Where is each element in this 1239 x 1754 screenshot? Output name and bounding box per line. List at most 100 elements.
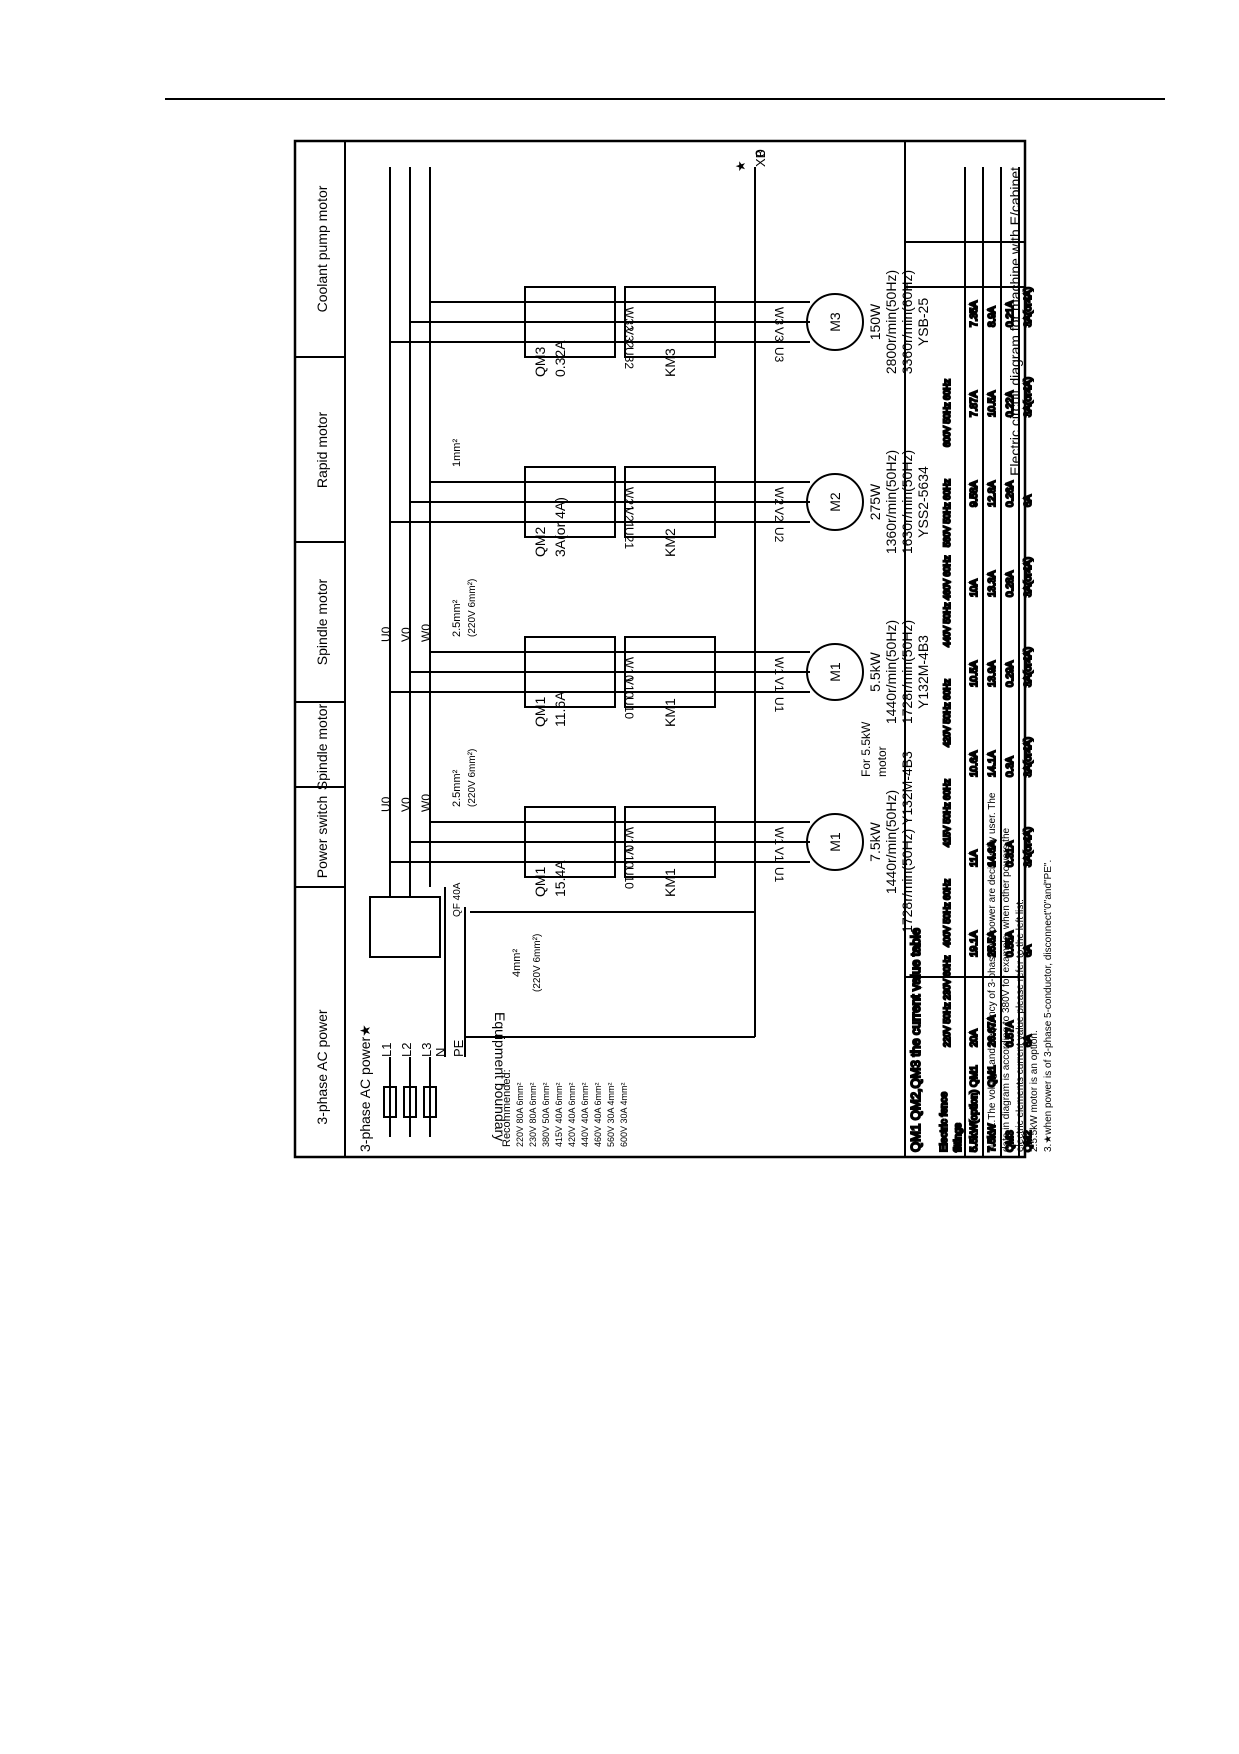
section-header: Coolant pump motor bbox=[314, 185, 330, 312]
wire-label: 1mm² bbox=[451, 439, 463, 467]
motor-spec: 1728r/min(50Hz) Y132M-4B3 bbox=[899, 751, 915, 933]
contactor-label: KM3 bbox=[662, 348, 678, 377]
bus-label: U0 bbox=[379, 796, 393, 812]
phase-label: L3 bbox=[419, 1043, 434, 1057]
table-cell: 6A bbox=[1023, 494, 1034, 507]
table-cell: 9.58A bbox=[969, 481, 980, 507]
page-top-rule bbox=[165, 98, 1165, 100]
phase-label: L1 bbox=[379, 1043, 394, 1057]
table-cell: 0.28A bbox=[1005, 571, 1016, 597]
breaker-rating: 3A(or 4A) bbox=[552, 497, 568, 557]
table-row-group: QM1 bbox=[969, 1065, 980, 1087]
breaker-label: QM2 bbox=[532, 526, 548, 557]
table-corner-bottom: fittings bbox=[953, 1123, 964, 1152]
table-column-header: 400V 50Hz 60Hz bbox=[942, 878, 952, 947]
motor-spec: 1360r/min(50Hz) bbox=[883, 450, 899, 554]
table-cell: 6A bbox=[1023, 1034, 1034, 1047]
table-column-header: 420V 50Hz 60Hz bbox=[942, 678, 952, 747]
table-row-label: QM3 bbox=[1005, 1130, 1016, 1152]
table-cell: 10.5A bbox=[987, 391, 998, 417]
table-cell: 7.35A bbox=[969, 301, 980, 327]
table-row-group: QM1 bbox=[987, 1065, 998, 1087]
breaker-rating: 11.6A bbox=[552, 691, 568, 727]
table-cell: 20A bbox=[969, 1029, 980, 1047]
table-cell: 14.1A bbox=[987, 751, 998, 777]
table-cell: 0.29A bbox=[1005, 661, 1016, 687]
terminal-label: U32 bbox=[622, 347, 636, 369]
recommended-item: 440V 40A 6mm² bbox=[580, 1082, 590, 1147]
section-header: 3-phase AC power bbox=[314, 1009, 330, 1125]
terminal-label: V32 bbox=[622, 327, 636, 349]
terminal-label: W1 bbox=[772, 657, 786, 675]
power-source-label: 3-phase AC power★ bbox=[357, 1024, 373, 1152]
motor-spec: 1728r/min(50Hz) bbox=[899, 620, 915, 724]
recommended-item: 230V 80A 6mm² bbox=[528, 1082, 538, 1147]
recommended-item: 600V 30A 4mm² bbox=[619, 1082, 629, 1147]
motor-label: M2 bbox=[827, 492, 843, 512]
terminal-label: U1 bbox=[772, 697, 786, 713]
table-cell: 3A(or4A) bbox=[1023, 737, 1034, 777]
terminal-label: W21 bbox=[622, 487, 636, 512]
recommended-item: 420V 40A 6mm² bbox=[567, 1082, 577, 1147]
motor-spec: 275W bbox=[867, 483, 883, 520]
bus-label: U0 bbox=[379, 626, 393, 642]
table-cell: 3A(or4A) bbox=[1023, 827, 1034, 867]
terminal-block-label: XB bbox=[753, 150, 768, 167]
terminal-label: W2 bbox=[772, 487, 786, 505]
table-cell: 8.9A bbox=[987, 306, 998, 327]
breaker-label: QM3 bbox=[532, 346, 548, 377]
note-line: electric elements current value please r… bbox=[1015, 899, 1026, 1152]
table-cell: 11A bbox=[969, 850, 980, 867]
section-header: Spindle motor bbox=[314, 703, 330, 790]
motor-spec: 1630r/min(50Hz) bbox=[899, 450, 915, 554]
terminal-label: W10 bbox=[622, 657, 636, 682]
terminal-label: W1 bbox=[772, 827, 786, 845]
recommended-item: 560V 30A 4mm² bbox=[606, 1082, 616, 1147]
bus-label: V0 bbox=[399, 797, 413, 812]
table-title: QM1 QM2,QM3 the current value table bbox=[908, 928, 923, 1152]
table-row-label: QM2 bbox=[1023, 1130, 1034, 1152]
table-column-header: 600V 50Hz 60Hz bbox=[942, 378, 952, 447]
table-cell: 25.5A bbox=[987, 931, 998, 957]
section-header: Rapid motor bbox=[314, 412, 330, 489]
power-switch bbox=[369, 896, 441, 958]
note-line: Note:1.The voltage and frequency of 3-ph… bbox=[987, 792, 998, 1152]
bus-label: W0 bbox=[419, 624, 433, 642]
terminal-label: U10 bbox=[622, 867, 636, 889]
table-cell: 10.5A bbox=[969, 661, 980, 687]
terminal-label: W32 bbox=[622, 307, 636, 332]
terminal-label: U3 bbox=[772, 347, 786, 363]
motor-label: M1 bbox=[827, 832, 843, 852]
recommended-item: 460V 40A 6mm² bbox=[593, 1082, 603, 1147]
option-note: For 5.5kW bbox=[859, 721, 873, 777]
table-cell: 6A bbox=[1023, 944, 1034, 957]
boundary-label: Equipment boundary bbox=[492, 1012, 508, 1141]
terminal-label: V1 bbox=[772, 847, 786, 862]
wire-label: 2.5mm² bbox=[451, 599, 463, 637]
terminal-label: V3 bbox=[772, 327, 786, 342]
terminal-label: U10 bbox=[622, 697, 636, 719]
recommended-title: Recommended: bbox=[501, 1069, 513, 1147]
table-cell: 3A(or4A) bbox=[1023, 377, 1034, 417]
table-row-label: 7.5kW bbox=[987, 1123, 998, 1152]
terminal-label: W10 bbox=[622, 827, 636, 852]
table-cell: 0.55A bbox=[1005, 931, 1016, 957]
wire-alt-label: (220V 6mm²) bbox=[467, 579, 478, 637]
table-column-header: 560V 50Hz 60Hz bbox=[942, 478, 952, 547]
table-cell: 3A(or4A) bbox=[1023, 557, 1034, 597]
phase-label: L2 bbox=[399, 1043, 414, 1057]
motor-spec: 1440r/min(50Hz) bbox=[883, 620, 899, 724]
table-column-header: 220V 50Hz 230V 60Hz bbox=[942, 955, 952, 1047]
breaker-rating: 0.32A bbox=[552, 340, 568, 377]
note-line: data in diagram is according to 380V for… bbox=[1001, 827, 1012, 1152]
breaker-label: QM1 bbox=[532, 866, 548, 897]
terminal-label: U1 bbox=[772, 867, 786, 883]
terminal-label: U2 bbox=[772, 527, 786, 543]
terminal-label: U21 bbox=[622, 527, 636, 549]
bus-label: V0 bbox=[399, 627, 413, 642]
table-column-header: 440V 50Hz 460V 60Hz bbox=[942, 555, 952, 647]
motor-spec: 3360r/min(60Hz) bbox=[899, 270, 915, 374]
table-cell: 3A(or4A) bbox=[1023, 647, 1034, 687]
